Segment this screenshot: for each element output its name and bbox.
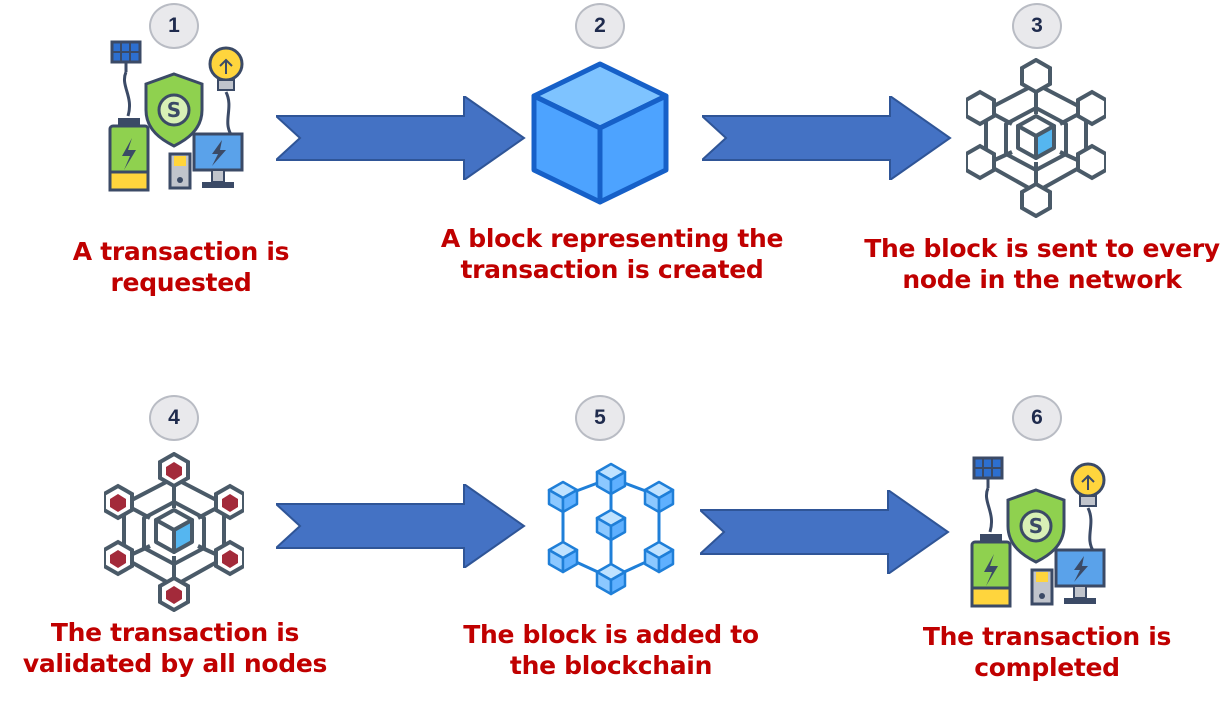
step-1-badge: 1 bbox=[149, 3, 199, 49]
step-4-badge: 4 bbox=[149, 395, 199, 441]
arrow-right-icon bbox=[700, 490, 950, 574]
step-5-badge: 5 bbox=[575, 395, 625, 441]
arrow-right-icon bbox=[702, 96, 952, 180]
arrow-right-icon bbox=[276, 96, 526, 180]
step-1-caption: A transaction is requested bbox=[36, 236, 326, 298]
step-5-caption-line2: the blockchain bbox=[509, 651, 713, 680]
step-2-badge: 2 bbox=[575, 3, 625, 49]
step-3-caption-line2: node in the network bbox=[902, 265, 1182, 294]
step-6-caption-line2: completed bbox=[974, 653, 1120, 682]
step-4-caption-line1: The transaction is bbox=[50, 618, 300, 647]
step-1-caption-line1: A transaction is bbox=[72, 237, 290, 266]
step-6-caption: The transaction is completed bbox=[882, 621, 1212, 683]
crypto-security-icon bbox=[970, 456, 1106, 608]
network-nodes-icon bbox=[966, 58, 1106, 218]
blockchain-icon bbox=[547, 462, 675, 596]
arrow-right-icon bbox=[276, 484, 526, 568]
crypto-security-icon bbox=[108, 40, 244, 192]
step-5-caption-line1: The block is added to bbox=[463, 620, 759, 649]
step-6-caption-line1: The transaction is bbox=[922, 622, 1172, 651]
step-3-caption-line1: The block is sent to every bbox=[864, 234, 1220, 263]
step-4-caption-line2: validated by all nodes bbox=[22, 649, 328, 678]
step-5-caption: The block is added to the blockchain bbox=[446, 619, 776, 681]
validated-network-icon bbox=[104, 452, 244, 612]
step-2-caption-line2: transaction is created bbox=[460, 255, 764, 284]
step-3-badge: 3 bbox=[1012, 3, 1062, 49]
step-2-caption-line1: A block representing the bbox=[440, 224, 784, 253]
step-4-caption: The transaction is validated by all node… bbox=[10, 617, 340, 679]
step-3-caption: The block is sent to every node in the n… bbox=[862, 233, 1222, 295]
step-6-badge: 6 bbox=[1012, 395, 1062, 441]
step-1-caption-line2: requested bbox=[110, 268, 252, 297]
step-2-caption: A block representing the transaction is … bbox=[432, 223, 792, 285]
cube-block-icon bbox=[531, 61, 669, 205]
